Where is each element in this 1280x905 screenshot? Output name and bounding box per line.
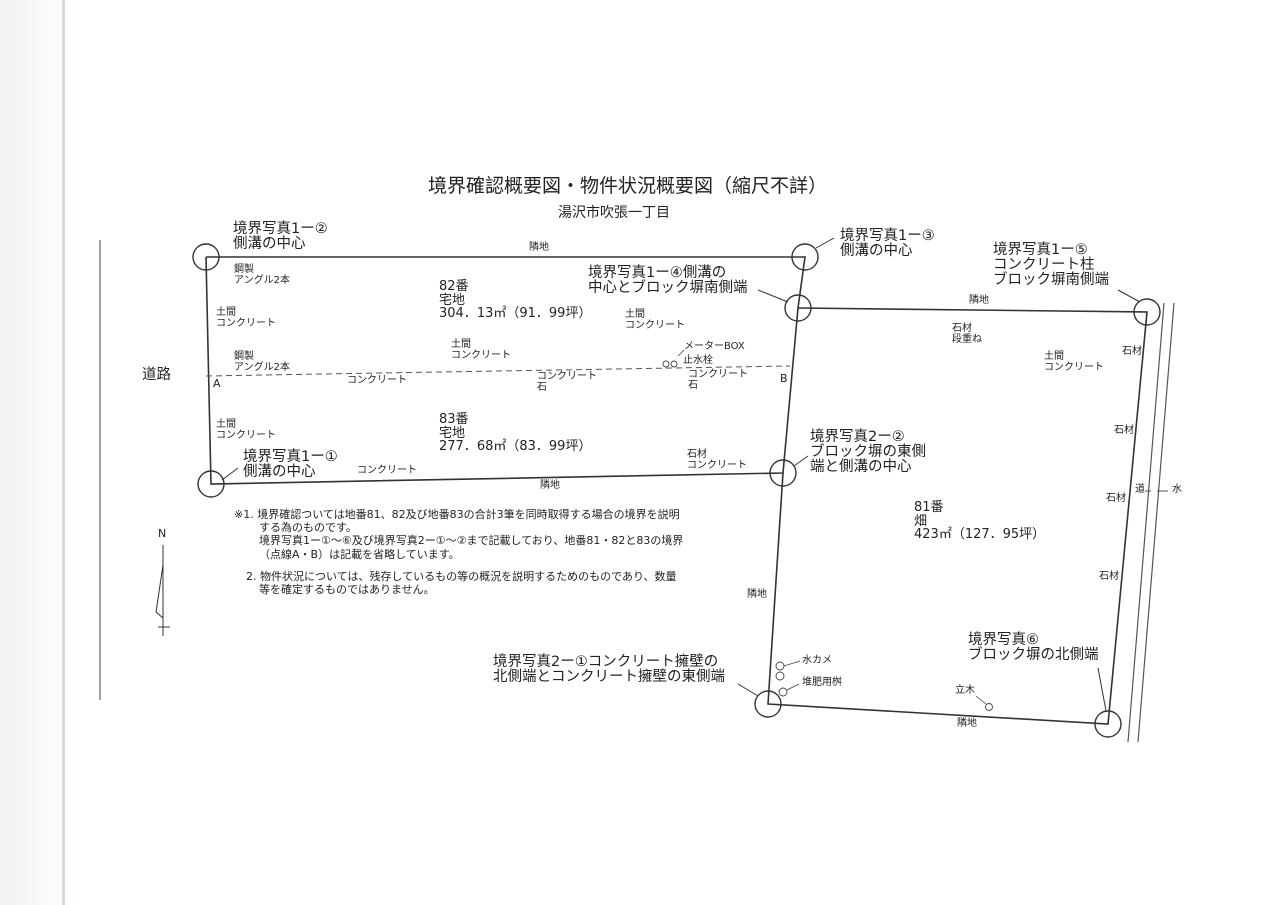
doma-label-2: 土間コンクリート — [625, 309, 685, 331]
neighbor-label-top: 隣地 — [529, 242, 549, 253]
steel-angle-label-2: 鋼製アングル2本 — [234, 351, 290, 373]
neighbor-label-right-top: 隣地 — [969, 295, 989, 306]
neighbor-label-left: 隣地 — [747, 589, 767, 600]
neighbor-label-bottom: 隣地 — [540, 480, 560, 491]
lot-81-boundary — [767, 307, 1148, 725]
stone-label-2: 石材 — [1114, 425, 1134, 436]
stopcock-label: 止水栓 — [683, 355, 713, 366]
water-jar-symbol-1 — [775, 661, 785, 671]
leader-1-4 — [757, 289, 789, 303]
stone-label-4: 石材 — [1099, 571, 1119, 582]
compost-label: 堆肥用桝 — [802, 677, 842, 688]
doma-label-4: 土間コンクリート — [216, 419, 276, 441]
road-label: 道路 — [142, 367, 171, 383]
notes-block: ※1. 境界確認ついては地番81、82及び地番83の合計3筆を同時取得する場合の… — [234, 508, 683, 596]
stone-step-label: 石材段重ね — [952, 323, 982, 345]
point-6-circle — [1094, 710, 1122, 738]
doma-label-3: 土間コンクリート — [451, 339, 511, 361]
leader-2-1 — [737, 683, 759, 697]
standing-tree-label: 立木 — [955, 685, 975, 696]
leader-1-5 — [1117, 289, 1141, 303]
scan-edge — [0, 0, 80, 905]
note-line: 境界写真1ー①～⑥及び境界写真2ー①～②まで記載しており、地番81・82と83の… — [259, 534, 684, 548]
meter-box-symbol — [662, 360, 670, 368]
stone-label-3: 石材 — [1106, 493, 1126, 504]
page-title: 境界確認概要図・物件状況概要図（縮尺不詳） — [428, 175, 828, 197]
note-line: 等を確定するものではありません。 — [259, 582, 435, 596]
point-b-label: B — [780, 372, 788, 385]
meter-box-label: メーターBOX — [684, 341, 745, 352]
concrete-stone-label-1: コンクリート石 — [537, 371, 597, 393]
channel-line-1 — [1127, 302, 1165, 743]
point-1-5-circle — [1133, 298, 1161, 326]
dashed-line-a-b — [205, 365, 791, 377]
photo-1-4-label: 境界写真1ー④側溝の中心とブロック塀南側端 — [588, 265, 748, 297]
point-1-1-circle — [197, 470, 225, 498]
stone-concrete-label: 石材コンクリート — [687, 449, 747, 471]
point-1-3-circle — [791, 243, 819, 271]
meter-leader — [677, 349, 685, 357]
water-jar-leader — [783, 660, 801, 667]
concrete-label-1: コンクリート — [347, 375, 407, 386]
doma-label-1: 土間コンクリート — [216, 307, 276, 329]
standing-tree-symbol — [985, 703, 993, 711]
tree-leader — [975, 695, 987, 705]
note-line: する為のものです。 — [259, 521, 357, 535]
note-line: ※1. 境界確認ついては地番81、82及び地番83の合計3筆を同時取得する場合の… — [234, 508, 680, 521]
compass-label: N — [158, 527, 167, 540]
note-line: 2. 物件状況については、残存しているもの等の概況を説明するためのものであり、数… — [246, 569, 677, 583]
lot-82-83-boundary — [205, 256, 806, 485]
channel-label-road: 道 — [1135, 484, 1145, 495]
doma-label-5: 土間コンクリート — [1044, 351, 1104, 373]
north-arrow — [155, 545, 170, 636]
point-1-2-circle — [192, 243, 220, 271]
neighbor-label-lower: 隣地 — [957, 718, 977, 729]
leader-1-1 — [221, 467, 239, 481]
point-2-2-circle — [769, 459, 797, 487]
note-line: （点線A・B）は記載を省略しています。 — [259, 547, 460, 561]
compost-leader — [786, 683, 800, 691]
page-subtitle: 湯沢市吹張一丁目 — [558, 205, 670, 221]
leader-6 — [1097, 667, 1107, 712]
stopcock-symbol — [670, 360, 678, 368]
stone-label-1: 石材 — [1122, 346, 1142, 357]
photo-2-1-label: 境界写真2ー①コンクリート擁壁の北側端とコンクリート擁壁の東側端 — [493, 654, 725, 686]
point-2-1-circle — [754, 690, 782, 718]
water-jar-label: 水カメ — [802, 655, 832, 666]
point-1-4-circle — [784, 294, 812, 322]
steel-angle-label-1: 鋼製アングル2本 — [234, 264, 290, 286]
compost-symbol — [778, 687, 788, 697]
leader-1-3 — [815, 237, 835, 249]
leader-2-2 — [793, 455, 809, 467]
channel-line-2 — [1137, 302, 1175, 743]
concrete-stone-label-2: コンクリート石 — [688, 369, 748, 391]
point-a-label: A — [213, 377, 221, 390]
concrete-label-2: コンクリート — [357, 465, 417, 476]
channel-label-water: 水 — [1172, 484, 1182, 495]
water-jar-symbol-2 — [775, 671, 785, 681]
